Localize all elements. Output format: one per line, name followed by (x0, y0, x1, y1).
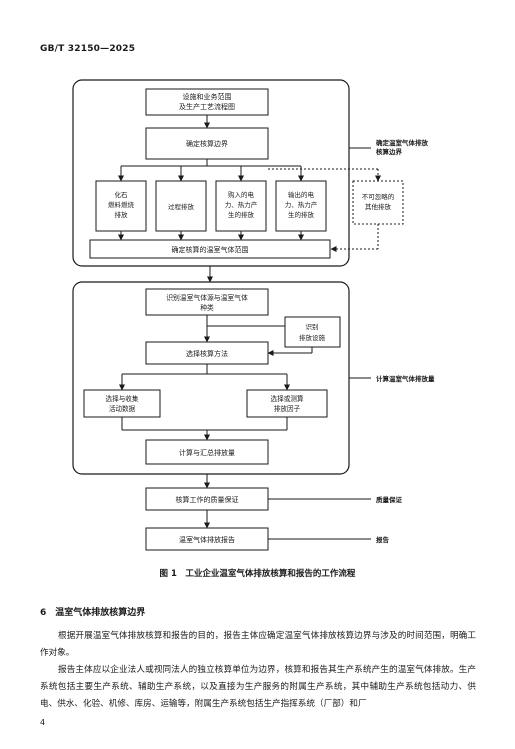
svg-text:化石: 化石 (115, 190, 129, 199)
svg-text:输出的电: 输出的电 (288, 190, 315, 199)
body-paragraph: 根据开展温室气体排放核算和报告的目的，报告主体应确定温室气体排放核算边界与涉及的… (40, 631, 476, 658)
svg-text:及生产工艺流程图: 及生产工艺流程图 (179, 102, 235, 111)
svg-text:不可忽略的: 不可忽略的 (362, 192, 395, 201)
svg-text:排放设施: 排放设施 (299, 333, 326, 342)
identify-facility-box (284, 316, 341, 348)
boundary-box-text: 确定核算边界 (186, 139, 228, 148)
svg-text:排放: 排放 (115, 210, 129, 219)
svg-text:核算工作的质量保证: 核算工作的质量保证 (176, 495, 239, 504)
page-number: 4 (40, 718, 46, 727)
svg-text:排放因子: 排放因子 (274, 404, 301, 413)
svg-text:选择与收集: 选择与收集 (106, 394, 139, 403)
quality-assurance-label: 质量保证 (376, 495, 403, 504)
scope-box-text: 设施和业务范围 (183, 92, 232, 101)
svg-text:其他排放: 其他排放 (365, 202, 392, 211)
gas-scope-box (89, 239, 331, 259)
report-label: 报告 (376, 535, 390, 544)
svg-text:种类: 种类 (200, 303, 214, 312)
svg-text:购入的电: 购入的电 (228, 190, 255, 199)
svg-text:核算边界: 核算边界 (376, 147, 403, 156)
svg-text:计算与汇总排放量: 计算与汇总排放量 (179, 448, 235, 457)
boundary-group-frame (72, 79, 350, 267)
svg-text:选择核算方法: 选择核算方法 (186, 349, 228, 358)
workflow-diagram: 设施和业务范围 及生产工艺流程图 确定核算边界 化石 燃料燃烧 排放 过程排放 … (72, 79, 435, 551)
svg-text:过程排放: 过程排放 (168, 202, 195, 211)
svg-text:生的排放: 生的排放 (288, 210, 315, 219)
svg-text:燃料燃烧: 燃料燃烧 (108, 200, 135, 209)
boundary-label: 确定温室气体排放 (376, 138, 429, 147)
svg-text:活动数据: 活动数据 (109, 404, 136, 413)
svg-text:生的排放: 生的排放 (228, 210, 255, 219)
standard-number: GB/T 32150—2025 (40, 44, 136, 54)
svg-text:温室气体排放报告: 温室气体排放报告 (179, 535, 235, 544)
svg-text:力、热力产: 力、热力产 (285, 200, 318, 209)
svg-text:识别: 识别 (306, 322, 319, 331)
figure-caption: 图 1 工业企业温室气体排放核算和报告的工作流程 (159, 569, 356, 579)
svg-text:确定核算的温室气体范围: 确定核算的温室气体范围 (172, 245, 249, 254)
svg-text:力、热力产: 力、热力产 (225, 200, 258, 209)
svg-text:选择或测算: 选择或测算 (271, 394, 304, 403)
svg-text:识别温室气体源与温室气体: 识别温室气体源与温室气体 (166, 293, 248, 302)
calculate-total-box (145, 439, 269, 465)
body-paragraph: 报告主体应以企业法人或视同法人的独立核算单位为边界，核算和报告其生产系统产生的温… (40, 665, 476, 709)
calculation-label: 计算温室气体排放量 (376, 374, 435, 383)
section-heading: 6 温室气体排放核算边界 (40, 608, 146, 618)
